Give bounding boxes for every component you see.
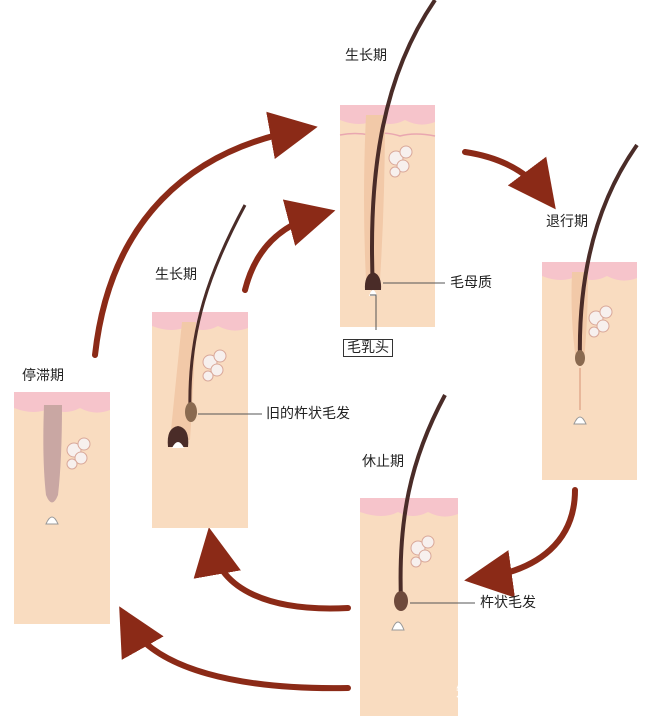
arrow-telogen-to-resting	[119, 606, 351, 692]
label-anagen-left: 生长期	[155, 267, 197, 283]
dermal-papilla	[45, 516, 59, 525]
watermark: 知乎 @毛发医生钟飞	[456, 682, 596, 700]
label-old-club-hair: 旧的杵状毛发	[266, 406, 350, 422]
label-catagen: 退行期	[546, 214, 588, 230]
cycle-arrows	[92, 111, 578, 692]
label-resting: 停滞期	[22, 368, 64, 384]
label-anagen-top: 生长期	[345, 48, 387, 64]
arrow-resting-to-anagen	[92, 111, 318, 358]
label-matrix: 毛母质	[450, 275, 492, 291]
label-papilla: 毛乳头	[343, 339, 393, 357]
dermal-papilla	[172, 442, 184, 448]
arrow-telogen-to-early-anagen	[193, 527, 351, 612]
hair-shaft	[369, 0, 437, 291]
follicle-resting	[14, 392, 110, 624]
hair-bulb	[167, 426, 189, 447]
hair-shaft	[398, 394, 447, 601]
new-hair-shaft	[188, 204, 247, 411]
follicle-catagen	[542, 143, 639, 480]
arrow-early-anagen-to-anagen	[242, 199, 336, 293]
hair-bulb	[364, 272, 382, 290]
hair-shaft	[577, 143, 639, 361]
follicle-early-anagen	[152, 204, 262, 528]
dermal-papilla	[391, 621, 405, 631]
old-club-hair	[185, 402, 197, 422]
arrow-catagen-to-telogen	[464, 487, 578, 598]
dermal-papilla	[573, 416, 587, 425]
follicle-telogen	[360, 394, 475, 716]
label-club-hair: 杵状毛发	[480, 595, 536, 611]
label-telogen: 休止期	[362, 454, 404, 470]
follicle-anagen-top	[339, 0, 445, 330]
arrow-anagen-to-catagen	[462, 149, 556, 210]
empty-follicle	[43, 405, 62, 503]
